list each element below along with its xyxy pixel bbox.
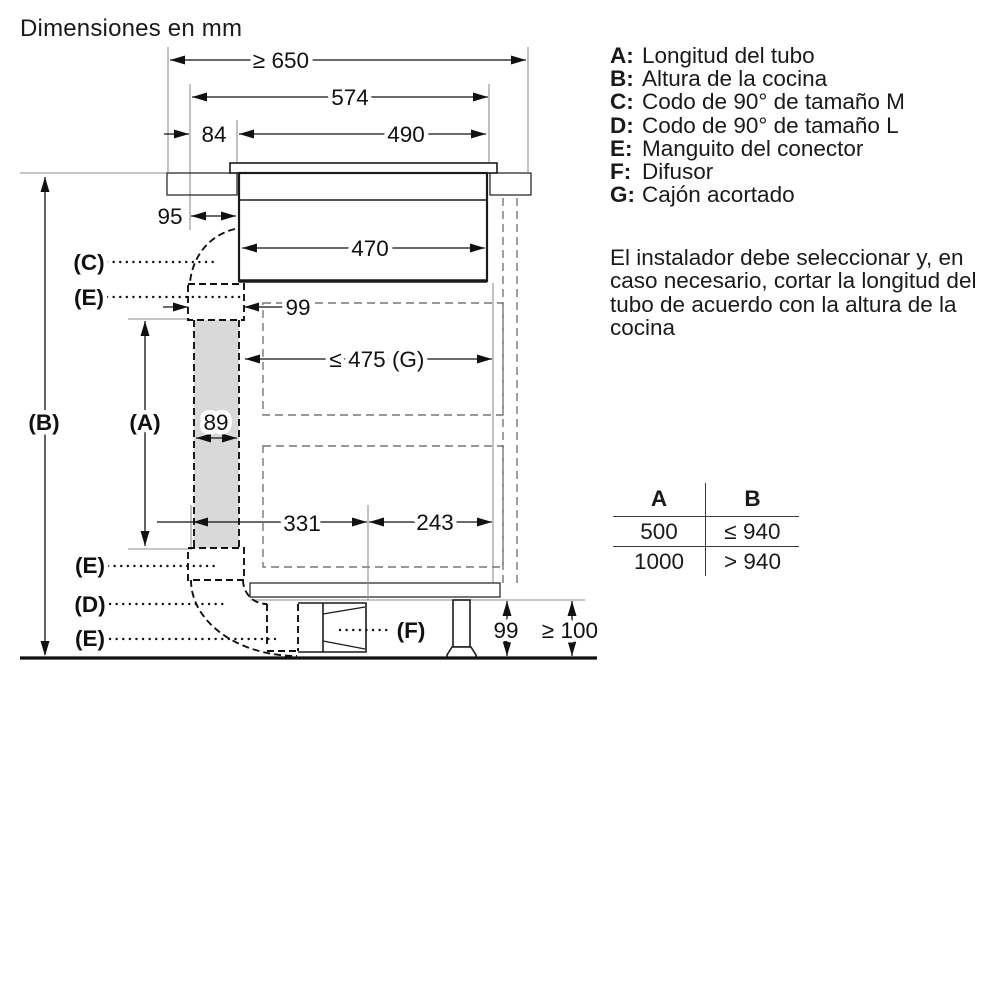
callout-c: (C) <box>73 250 104 275</box>
legend-item-e: E: Manguito del conector <box>610 137 905 160</box>
callout-b: (B) <box>28 410 59 435</box>
dim-connector-width: 99 <box>285 295 310 320</box>
dim-inset: 95 <box>157 204 182 229</box>
callout-d: (D) <box>74 592 105 617</box>
dim-clearance: ≥ 100 <box>542 618 598 643</box>
drawer-box-lower <box>262 445 504 568</box>
hob-body <box>237 171 489 283</box>
legend-key-f: F: <box>610 159 632 185</box>
dim-plinth-height: 99 <box>493 618 518 643</box>
hob-glass <box>229 162 498 174</box>
legend-text-a: Longitud del tubo <box>642 43 815 68</box>
legend-key-a: A: <box>610 43 634 68</box>
elbow-d-inner <box>242 579 268 605</box>
table-header-b: B <box>705 483 799 517</box>
cabinet-outline <box>262 198 518 583</box>
dim-front-depth: 331 <box>283 511 321 536</box>
table-cell-a1: 500 <box>613 517 705 547</box>
cabinet-bottom-hatch <box>249 582 501 598</box>
dim-drawer-depth: ≤ 475 (G) <box>330 347 425 372</box>
dim-top-width: ≥ 650 <box>253 48 309 73</box>
elbow-d-outer <box>190 579 298 657</box>
diffuser-inlet <box>266 505 369 652</box>
legend-text-b: Altura de la cocina <box>642 66 828 92</box>
legend-text-c: Codo de 90° de tamaño M <box>642 89 905 115</box>
countertop-hatch-right <box>489 172 532 196</box>
table-cell-b2: > 940 <box>705 547 799 576</box>
legend-key-d: D: <box>610 112 634 138</box>
callout-e-upper: (E) <box>74 285 104 310</box>
legend-text-g: Cajón acortado <box>642 182 795 208</box>
drawer-box-g <box>262 302 504 416</box>
legend-key-e: E: <box>610 135 633 161</box>
dimension-arrowheads <box>40 55 577 656</box>
cabinet-foot <box>452 599 471 648</box>
dim-body-width: 470 <box>351 236 389 261</box>
duct-run <box>187 228 298 657</box>
connector-sleeve-upper <box>187 283 245 321</box>
legend-text-e: Manguito del conector <box>642 135 864 161</box>
callout-f: (F) <box>397 618 426 643</box>
legend-key-g: G: <box>610 182 635 208</box>
legend-text-f: Difusor <box>642 159 714 185</box>
callout-leaders <box>105 260 393 641</box>
legend-item-b: B: Altura de la cocina <box>610 67 905 90</box>
structures <box>20 162 597 660</box>
diffuser-box <box>298 602 367 653</box>
spec-table: A B 500 ≤ 940 1000 > 940 <box>613 483 799 576</box>
elbow-c <box>189 228 236 283</box>
legend-item-f: F: Difusor <box>610 160 905 183</box>
table-header-a: A <box>613 483 705 517</box>
cabinet-foot-base <box>446 646 477 659</box>
table-cell-b1: ≤ 940 <box>705 517 799 547</box>
dim-duct-width: 89 <box>203 410 228 435</box>
dim-glass-width: 574 <box>331 85 369 110</box>
legend-item-c: C: Codo de 90° de tamaño M <box>610 90 905 113</box>
connector-sleeve-lower <box>187 547 245 581</box>
legend-item-d: D: Codo de 90° de tamaño L <box>610 112 905 138</box>
table-cell-a2: 1000 <box>633 549 685 574</box>
dim-cutout: 490 <box>387 122 425 147</box>
dimension-labels: ≥ 650 574 84 490 95 470 99 ≤ 475 (G) 89 … <box>153 44 603 648</box>
legend-key-b: B: <box>610 66 634 92</box>
callout-e-lower: (E) <box>75 626 105 651</box>
part-callouts: (B) (A) (C) (E) (E) (D) (E) (F) <box>24 246 430 656</box>
countertop-hatch-left <box>166 172 238 196</box>
legend: A: Longitud del tubo B: Altura de la cocin… <box>610 44 905 207</box>
legend-text-d: Codo de 90° de tamaño L <box>642 112 899 138</box>
callout-a: (A) <box>129 410 160 435</box>
dim-offset: 84 <box>201 122 226 147</box>
dim-rear-depth: 243 <box>416 510 454 535</box>
page-title: Dimensiones en mm <box>20 15 243 42</box>
legend-key-c: C: <box>610 89 634 115</box>
duct-tube-fill <box>194 320 239 548</box>
callout-e-middle: (E) <box>75 553 105 578</box>
legend-item-a: A: Longitud del tubo <box>610 44 905 67</box>
diffuser-funnel <box>322 606 366 650</box>
extension-lines <box>20 47 585 601</box>
legend-item-g: G: Cajón acortado <box>610 183 905 206</box>
installer-note: El instalador debe seleccionar y, en cas… <box>610 245 977 341</box>
duct-tube <box>193 320 240 548</box>
